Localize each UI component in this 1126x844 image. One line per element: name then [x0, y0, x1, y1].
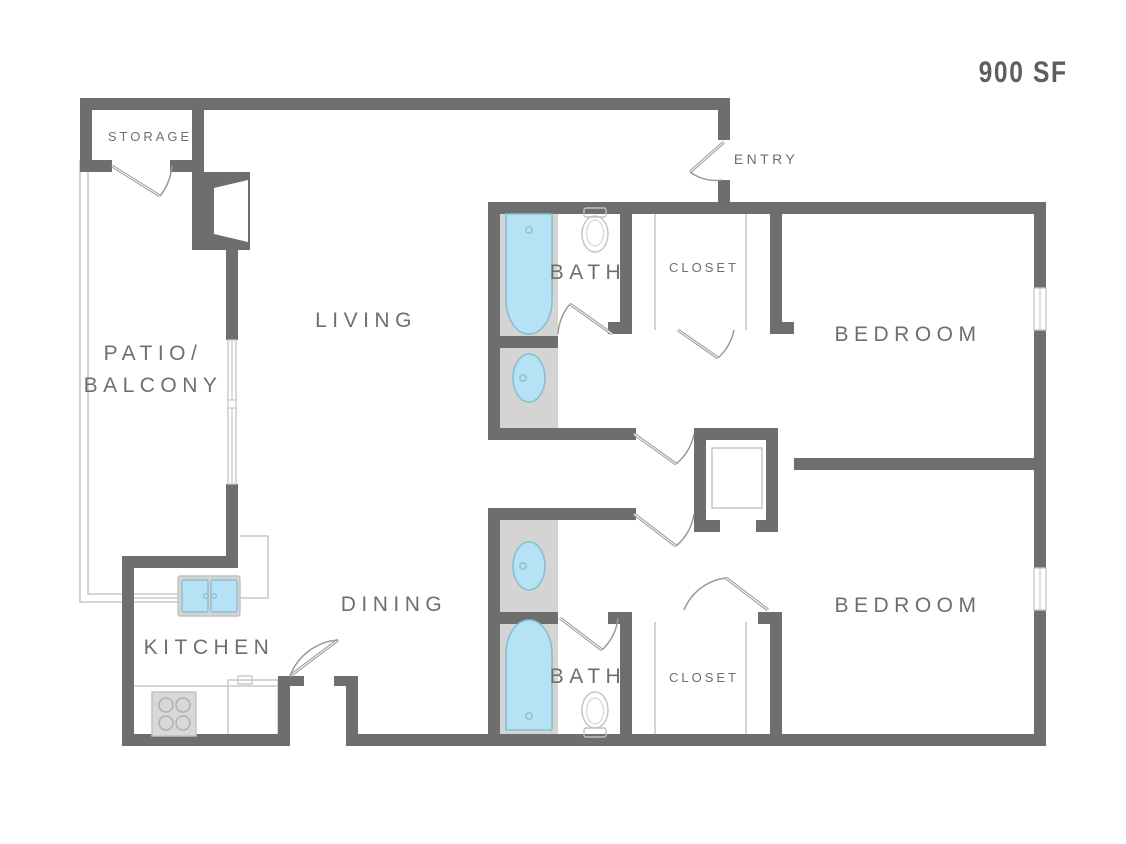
label-kitchen: KITCHEN	[144, 636, 275, 659]
label-closet-bottom: CLOSET	[669, 670, 739, 685]
label-patio-line2: BALCONY	[84, 374, 223, 397]
room-labels: STORAGE ENTRY LIVING PATIO/ BALCONY BATH…	[84, 129, 981, 688]
vanity-top	[512, 353, 546, 403]
label-bath-top: BATH	[550, 261, 626, 284]
label-entry: ENTRY	[734, 151, 798, 167]
bedroom-bottom-window	[1033, 567, 1047, 611]
label-bedroom-top: BEDROOM	[834, 323, 981, 346]
patio-slider	[227, 339, 237, 485]
walls	[80, 98, 1046, 746]
toilet-top	[581, 207, 609, 253]
label-storage: STORAGE	[108, 129, 192, 144]
tub-top	[505, 213, 553, 335]
closet-shelves	[654, 210, 747, 740]
toilet-bottom	[581, 691, 609, 738]
area-badge: 900 SF	[978, 56, 1068, 89]
label-living: LIVING	[315, 309, 417, 332]
vanity-bottom	[512, 541, 546, 591]
kitchen-range	[151, 691, 197, 737]
label-patio-line1: PATIO/	[104, 342, 203, 365]
kitchen-sink	[177, 575, 241, 617]
label-dining: DINING	[341, 593, 448, 616]
bedroom-top-window	[1033, 287, 1047, 331]
label-bath-bottom: BATH	[550, 665, 626, 688]
water-heater	[711, 447, 763, 509]
label-bedroom-bottom: BEDROOM	[834, 594, 981, 617]
windows	[227, 287, 1047, 611]
tub-bottom	[505, 619, 553, 731]
label-closet-top: CLOSET	[669, 260, 739, 275]
door-swings	[111, 140, 769, 678]
plumbing-fixtures	[151, 207, 763, 738]
